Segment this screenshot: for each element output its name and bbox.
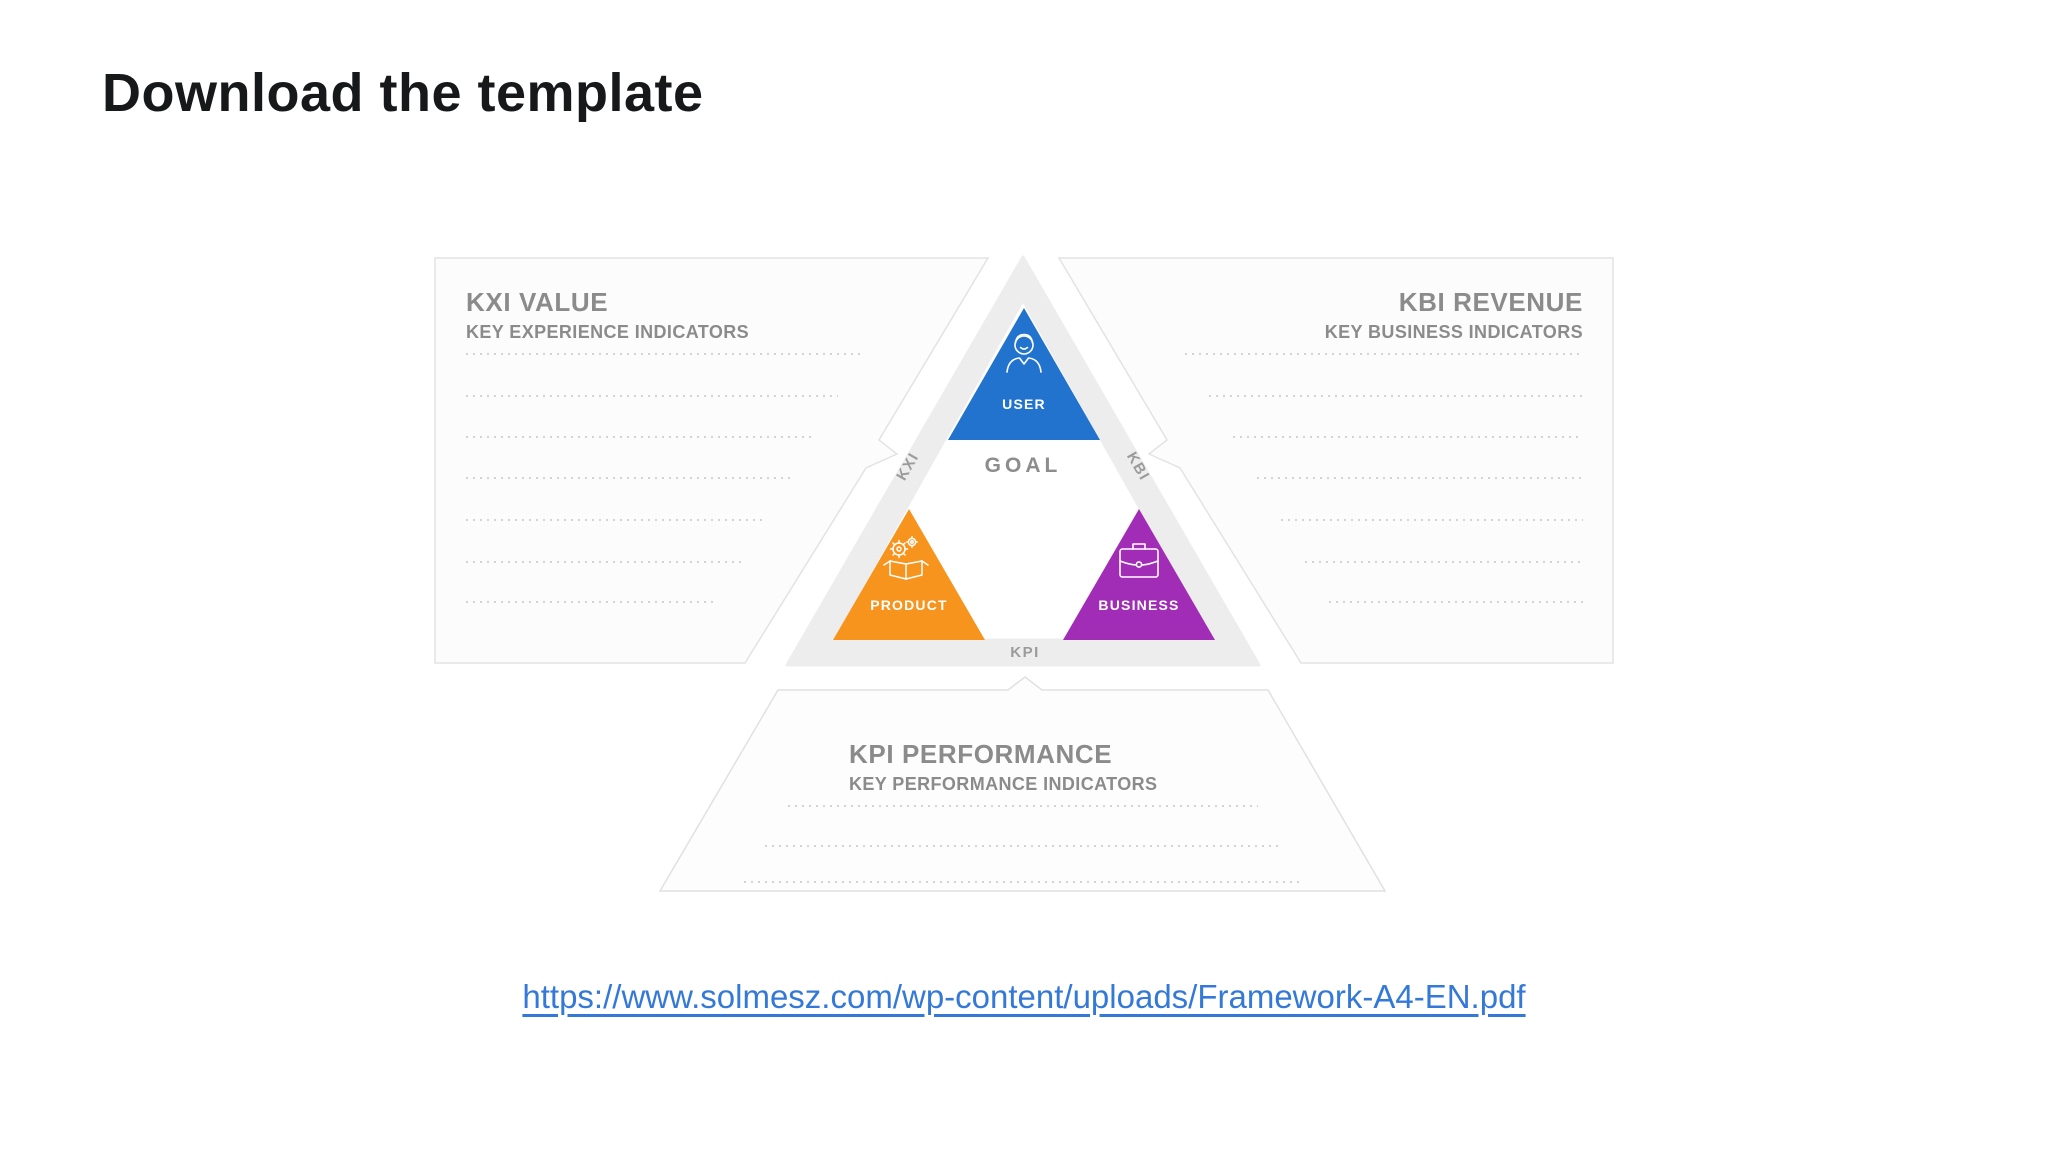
- left-panel-shape: [434, 257, 990, 664]
- goal-label: GOAL: [984, 454, 1062, 477]
- right-panel-title: KBI REVENUE: [1398, 287, 1583, 317]
- product-triangle: [833, 509, 985, 640]
- product-icon: [883, 536, 929, 580]
- user-label: USER: [1002, 396, 1046, 412]
- user-icon: [1006, 333, 1042, 373]
- left-panel-title: KXI VALUE: [466, 287, 609, 317]
- placeholder-lines-left: [466, 353, 862, 603]
- bottom-panel-title: KPI PERFORMANCE: [849, 739, 1113, 769]
- bottom-panel-heading: KPI PERFORMANCE KEY PERFORMANCE INDICATO…: [849, 739, 1158, 795]
- triangle-band: [785, 255, 1261, 667]
- bottom-panel-shape: [658, 676, 1387, 892]
- bottom-panel-subtitle: KEY PERFORMANCE INDICATORS: [849, 773, 1158, 794]
- edge-label-kpi: KPI: [1010, 644, 1040, 661]
- right-panel-subtitle: KEY BUSINESS INDICATORS: [1324, 321, 1583, 342]
- product-label: PRODUCT: [870, 597, 948, 613]
- user-triangle: [948, 308, 1100, 440]
- business-label: BUSINESS: [1098, 597, 1180, 613]
- left-panel-heading: KXI VALUE KEY EXPERIENCE INDICATORS: [466, 287, 750, 343]
- download-template-link[interactable]: https://www.solmesz.com/wp-content/uploa…: [522, 978, 1526, 1015]
- business-triangle: [1063, 509, 1215, 640]
- download-link-row: https://www.solmesz.com/wp-content/uploa…: [0, 978, 2048, 1016]
- right-panel-heading: KBI REVENUE KEY BUSINESS INDICATORS: [1324, 287, 1583, 343]
- left-panel-subtitle: KEY EXPERIENCE INDICATORS: [466, 321, 750, 342]
- placeholder-lines-bottom: [744, 805, 1302, 883]
- business-icon: [1119, 543, 1159, 578]
- page-title: Download the template: [102, 63, 704, 123]
- placeholder-lines-right: [1185, 353, 1583, 603]
